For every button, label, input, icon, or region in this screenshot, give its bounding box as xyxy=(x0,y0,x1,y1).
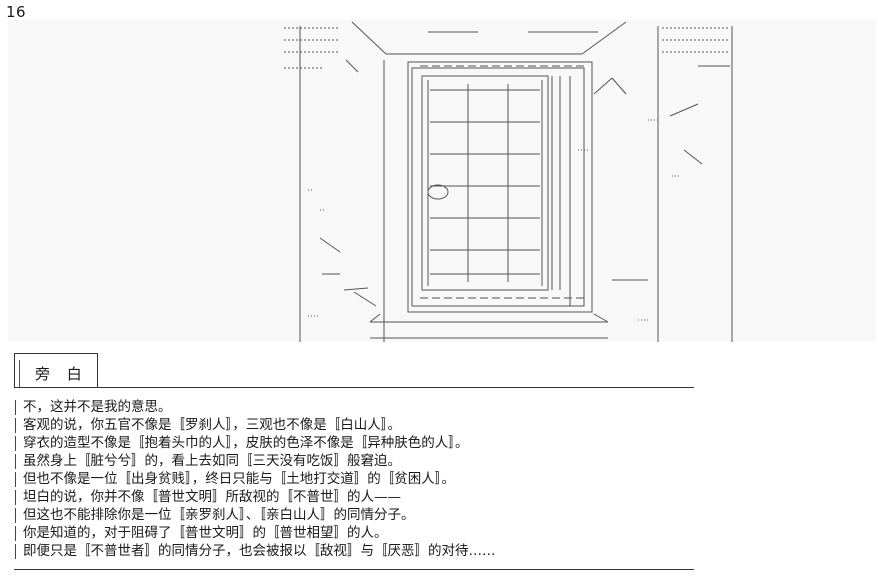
dialog-bottom-rule xyxy=(14,569,694,570)
dialog-line: 但也不像是一位〚出身贫贱〛，终日只能与〚土地打交道〛的〚贫困人〛。 xyxy=(14,470,694,488)
dialog-box: 不，这并不是我的意思。 客观的说，你五官不像是〚罗刹人〛，三观也不像是〚白山人〛… xyxy=(14,398,694,560)
dialog-top-rule xyxy=(14,387,694,388)
dialog-line: 即便只是〚不普世者〛的同情分子，也会被报以〚敌视〛与〚厌恶〛的对待…… xyxy=(14,542,694,560)
speaker-name: 旁 白 xyxy=(35,365,88,383)
ascii-art-illustration xyxy=(8,20,876,342)
dialog-line: 但这也不能排除你是一位〚亲罗刹人〛、〚亲白山人〛的同情分子。 xyxy=(14,506,694,524)
page-number: 16 xyxy=(6,3,27,21)
dialog-line: 坦白的说，你并不像〚普世文明〛所敌视的〚不普世〛的人—— xyxy=(14,488,694,506)
dialog-line: 穿衣的造型不像是〚抱着头巾的人〛，皮肤的色泽不像是〚异种肤色的人〛。 xyxy=(14,434,694,452)
dialog-line: 不，这并不是我的意思。 xyxy=(14,398,694,416)
speaker-tab: 旁 白 xyxy=(14,353,98,388)
tab-divider xyxy=(19,360,20,388)
dialog-line: 你是知道的，对于阻碍了〚普世文明〛的〚普世相望〛的人。 xyxy=(14,524,694,542)
dialog-line: 客观的说，你五官不像是〚罗刹人〛，三观也不像是〚白山人〛。 xyxy=(14,416,694,434)
window-ascii-art-icon xyxy=(284,21,733,342)
dialog-line: 虽然身上〚脏兮兮〛的，看上去如同〚三天没有吃饭〛般窘迫。 xyxy=(14,452,694,470)
